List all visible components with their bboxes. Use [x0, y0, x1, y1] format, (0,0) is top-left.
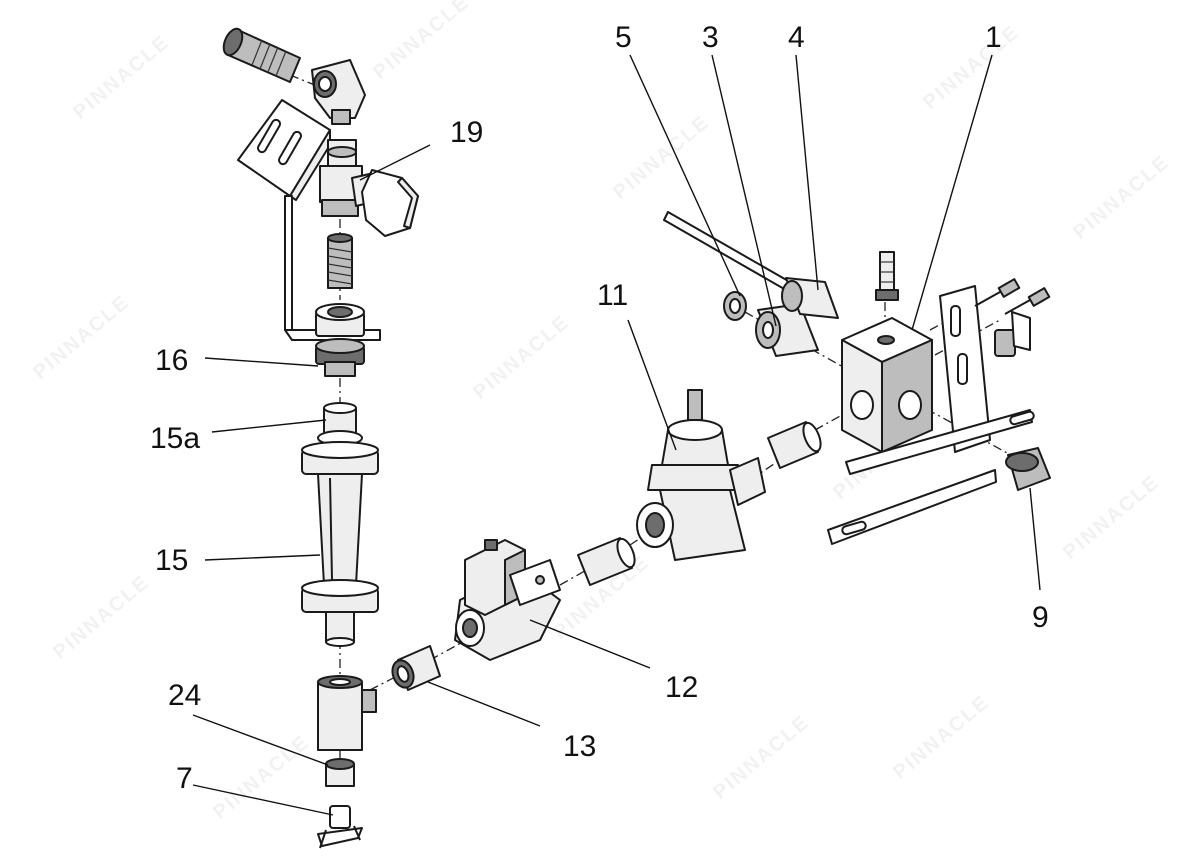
callout-19: 19: [450, 116, 483, 149]
callout-13: 13: [563, 730, 596, 763]
leader-lines: [192, 54, 1041, 816]
watermark-text: PINNACLE: [469, 311, 574, 404]
callout-7: 7: [176, 762, 193, 795]
callout-12: 12: [665, 671, 698, 704]
watermark-text: PINNACLE: [369, 0, 474, 84]
watermark-text: PINNACLE: [889, 691, 994, 784]
tubing: [663, 211, 791, 291]
watermark-text: PINNACLE: [29, 291, 134, 384]
lock-nut: [315, 338, 365, 377]
callout-5: 5: [615, 21, 632, 54]
washer: [723, 291, 747, 321]
coupling-sleeve: [767, 421, 822, 469]
cartridge-head: [317, 402, 363, 446]
watermark-text: PINNACLE: [1069, 151, 1174, 244]
callout-labels: 19 16 15a 15 24 7 13 12 11 5 3 4 1 9: [150, 21, 1049, 795]
callout-15: 15: [155, 544, 188, 577]
compression-nut: [781, 277, 839, 319]
compression-fitting: [391, 645, 441, 691]
callout-16: 16: [155, 344, 188, 377]
mounting-plate: [827, 285, 1035, 545]
end-cap: [1005, 447, 1051, 491]
callout-9: 9: [1032, 601, 1049, 634]
check-valve: [994, 311, 1031, 357]
reducer-bushing: [325, 758, 355, 787]
tee-fitting: [317, 675, 377, 751]
callout-24: 24: [168, 679, 201, 712]
hose-barb: [875, 251, 899, 301]
screw: [1004, 287, 1051, 315]
pipe-nipple-top: [222, 27, 301, 83]
screw: [974, 278, 1021, 307]
callout-4: 4: [788, 21, 805, 54]
shutoff-valve: [319, 139, 419, 237]
watermark-text: PINNACLE: [919, 21, 1024, 114]
pressure-regulator: [636, 389, 766, 561]
flow-control: [317, 805, 363, 849]
watermark-text: PINNACLE: [709, 711, 814, 804]
callout-1: 1: [985, 21, 1002, 54]
filter-cartridge: [301, 441, 379, 647]
solenoid-valve: [454, 539, 561, 661]
watermark-text: PINNACLE: [49, 571, 154, 664]
threaded-nipple-vertical: [327, 233, 353, 289]
callout-11: 11: [597, 279, 628, 312]
callout-3: 3: [702, 21, 719, 54]
mounting-bracket: [237, 99, 381, 341]
watermark-text: PINNACLE: [209, 731, 314, 824]
bulkhead-fitting: [315, 303, 365, 337]
watermark-text: PINNACLE: [1059, 471, 1164, 564]
elbow-fitting: [311, 59, 366, 125]
manifold-block: [841, 317, 933, 453]
watermark-text: PINNACLE: [69, 31, 174, 124]
callout-15a: 15a: [150, 422, 200, 455]
coupling-sleeve: [577, 537, 636, 586]
